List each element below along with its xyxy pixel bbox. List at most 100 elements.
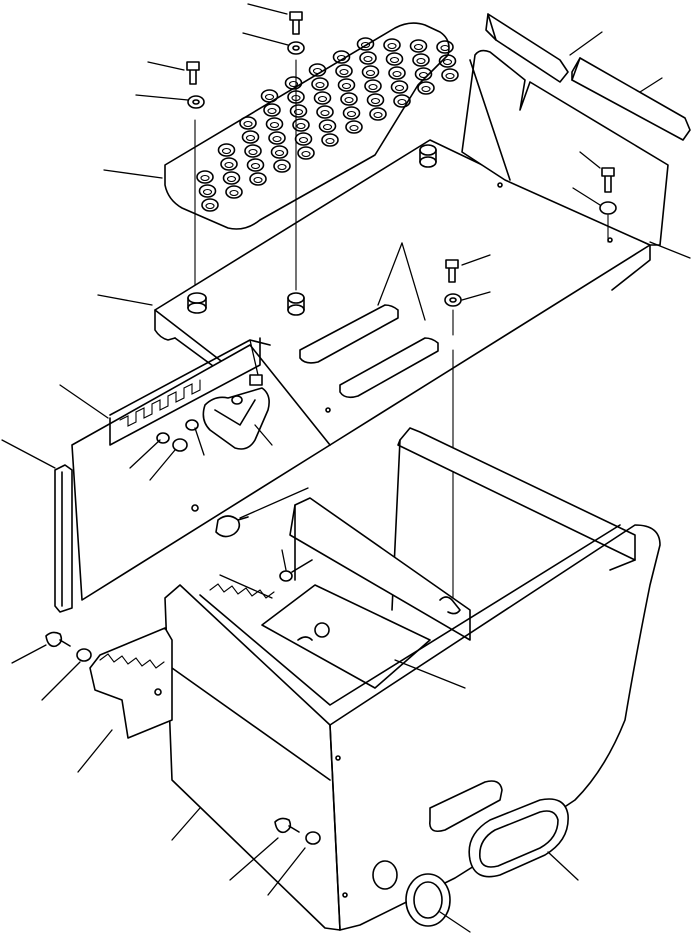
tread-hole-inner bbox=[293, 108, 304, 116]
tread-hole bbox=[364, 79, 382, 93]
leader-line bbox=[229, 837, 279, 881]
upper-small-bolt bbox=[279, 559, 313, 582]
step-bracket bbox=[89, 627, 173, 739]
lower-bolt-mid bbox=[274, 817, 300, 834]
tread-hole-inner bbox=[363, 55, 373, 63]
washer-left-2 bbox=[172, 438, 188, 452]
tread-hole bbox=[220, 157, 238, 171]
top-bolt-1 bbox=[289, 11, 303, 35]
grommet-large bbox=[468, 798, 569, 878]
tread-plate bbox=[164, 22, 459, 230]
top-bolt-2 bbox=[186, 61, 200, 85]
tread-hole-inner bbox=[250, 162, 261, 170]
tread-hole-inner bbox=[416, 57, 426, 65]
tread-hole bbox=[385, 52, 404, 66]
tread-hole bbox=[321, 133, 339, 147]
tread-hole-inner bbox=[392, 70, 402, 78]
leader-lines bbox=[1, 3, 691, 933]
leader-line bbox=[461, 291, 491, 301]
tread-hole-inner bbox=[442, 58, 453, 66]
leader-line bbox=[569, 31, 603, 56]
lower-box bbox=[164, 427, 661, 931]
tread-hole bbox=[241, 130, 260, 144]
tread-hole bbox=[366, 93, 385, 107]
rubber-strip-2 bbox=[571, 57, 691, 141]
leader-line bbox=[194, 427, 205, 456]
tread-hole bbox=[311, 77, 329, 91]
tread-hole-inner bbox=[387, 42, 397, 50]
tread-hole bbox=[318, 119, 337, 133]
leader-line bbox=[97, 294, 153, 306]
tread-hole bbox=[198, 184, 217, 198]
leader-line bbox=[11, 644, 47, 664]
tread-hole bbox=[335, 64, 353, 78]
tread-hole-inner bbox=[277, 163, 287, 171]
leader-line bbox=[247, 3, 288, 15]
panel-bolt bbox=[215, 515, 249, 538]
tread-hole bbox=[388, 66, 406, 80]
leader-line bbox=[219, 574, 273, 599]
leader-line bbox=[41, 661, 81, 701]
tread-hole-inner bbox=[200, 174, 210, 182]
tread-hole-inner bbox=[264, 93, 275, 101]
washer-left-3 bbox=[185, 419, 199, 431]
tread-hole bbox=[414, 67, 433, 81]
tread-hole bbox=[337, 78, 356, 92]
tread-hole bbox=[345, 120, 363, 134]
tread-hole bbox=[263, 103, 281, 117]
tread-hole-inner bbox=[341, 82, 352, 90]
leader-line bbox=[461, 254, 491, 266]
tread-hole-inner bbox=[445, 72, 455, 80]
tread-hole bbox=[441, 68, 459, 82]
tread-hole-inner bbox=[315, 81, 325, 89]
tread-hole bbox=[308, 63, 327, 77]
tread-hole-inner bbox=[320, 109, 330, 117]
tread-hole-inner bbox=[344, 96, 354, 104]
washer-left-1 bbox=[156, 432, 170, 444]
lower-washer-left bbox=[76, 648, 92, 662]
tread-hole bbox=[393, 94, 411, 108]
leader-line bbox=[129, 439, 161, 469]
tread-hole-inner bbox=[229, 189, 239, 197]
leader-line bbox=[572, 187, 601, 206]
tread-hole bbox=[289, 104, 308, 118]
tread-hole bbox=[356, 37, 375, 51]
leader-line bbox=[547, 851, 579, 881]
tread-hole bbox=[438, 54, 457, 68]
tread-hole bbox=[225, 185, 243, 199]
washer-right-1 bbox=[599, 201, 617, 215]
leader-line bbox=[239, 487, 309, 519]
tread-hole bbox=[332, 50, 351, 64]
tread-hole-inner bbox=[349, 124, 359, 132]
washer-1 bbox=[287, 41, 305, 55]
tread-hole bbox=[369, 107, 387, 121]
tread-hole-inner bbox=[394, 84, 405, 92]
leader-line bbox=[267, 847, 306, 896]
tread-hole bbox=[268, 131, 286, 145]
tread-hole-inner bbox=[421, 85, 431, 93]
tread-hole bbox=[361, 65, 380, 79]
tread-hole bbox=[316, 105, 334, 119]
tread-hole bbox=[265, 117, 284, 131]
tread-hole bbox=[217, 143, 236, 157]
tread-hole-inner bbox=[298, 136, 309, 144]
leader-line bbox=[149, 449, 176, 481]
tread-hole-inner bbox=[243, 120, 253, 128]
tread-hole bbox=[273, 159, 291, 173]
tread-hole-inner bbox=[418, 71, 429, 79]
bolt-right-1 bbox=[601, 167, 615, 193]
latch bbox=[202, 374, 270, 450]
tread-hole bbox=[297, 146, 315, 160]
leader-line bbox=[249, 339, 259, 376]
washer-mid-1 bbox=[444, 293, 462, 307]
tread-hole bbox=[313, 91, 332, 105]
tread-hole-inner bbox=[365, 69, 376, 77]
tread-hole-inner bbox=[440, 44, 450, 52]
tread-hole-inner bbox=[224, 161, 234, 169]
leader-line bbox=[639, 77, 663, 93]
tread-hole-inner bbox=[397, 98, 407, 106]
tread-hole-inner bbox=[269, 121, 280, 129]
tread-hole-inner bbox=[301, 150, 311, 158]
leader-line bbox=[377, 242, 403, 306]
